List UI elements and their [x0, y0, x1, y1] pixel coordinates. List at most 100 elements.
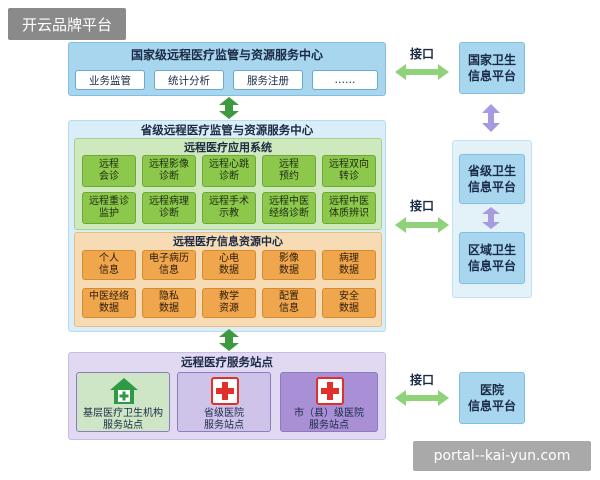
app-module: 远程预约 — [262, 155, 316, 187]
app-module-text: 远程双向转诊 — [329, 159, 369, 183]
app-module-text: 远程预约 — [279, 159, 299, 183]
cell-line: 监护 — [99, 208, 119, 219]
cell-line: 数据 — [99, 303, 119, 314]
cell-line: 体质辨识 — [329, 208, 369, 219]
platform-line: 省级卫生 — [467, 164, 516, 178]
app-module: 远程重诊监护 — [82, 192, 136, 224]
national-item: 统计分析 — [154, 70, 224, 90]
national-health-platform: 国家卫生信息平台 — [459, 42, 525, 94]
national-item: 业务监管 — [75, 70, 145, 90]
app-module-text: 远程心跳诊断 — [209, 159, 249, 183]
info-resource-text: 配置信息 — [279, 291, 299, 315]
cell-line: 预约 — [279, 171, 299, 182]
service-station: 市（县）级医院服务站点 — [280, 372, 378, 432]
cell-line: 远程中医 — [269, 196, 309, 207]
station-line: 服务站点 — [204, 420, 244, 431]
updown-arrow-icon — [219, 329, 239, 351]
platform-line: 信息平台 — [467, 399, 516, 413]
info-resource: 配置信息 — [262, 288, 316, 318]
home-cross-icon — [110, 378, 138, 404]
info-resource: 个人信息 — [82, 250, 136, 280]
info-resource-text: 病理数据 — [339, 253, 359, 277]
cell-line: 信息 — [99, 265, 119, 276]
cell-line: 远程 — [99, 159, 119, 170]
red-cross-icon — [316, 377, 344, 405]
app-module-text: 远程会诊 — [99, 159, 119, 183]
cell-line: 会诊 — [99, 171, 119, 182]
platform-line: 国家卫生 — [467, 53, 516, 67]
interface-label: 接口 — [409, 46, 434, 61]
service-station-label: 省级医院服务站点 — [178, 407, 270, 433]
app-module-text: 远程中医经络诊断 — [269, 196, 309, 220]
app-module: 远程中医经络诊断 — [262, 192, 316, 224]
application-system-title: 远程医疗应用系统 — [184, 141, 272, 154]
platform-line: 区域卫生 — [467, 243, 516, 257]
info-resource: 心电数据 — [202, 250, 256, 280]
info-resource: 安全数据 — [322, 288, 376, 318]
cell-line: 远程手术 — [209, 196, 249, 207]
service-station-label: 基层医疗卫生机构服务站点 — [77, 407, 169, 433]
cell-line: 经络诊断 — [269, 208, 309, 219]
app-module-text: 远程影像诊断 — [149, 159, 189, 183]
cell-line: 数据 — [219, 265, 239, 276]
platform-line: 信息平台 — [467, 259, 516, 273]
cell-line: 心电 — [219, 253, 239, 264]
national-title: 国家级远程医疗监管与资源服务中心 — [130, 47, 323, 62]
service-stations-title: 远程医疗服务站点 — [181, 355, 273, 369]
station-line: 服务站点 — [103, 420, 143, 431]
interface-label: 接口 — [409, 372, 434, 387]
cell-line: 电子病历 — [149, 253, 189, 264]
station-line: 市（县）级医院 — [294, 408, 364, 419]
cell-line: 教学 — [219, 291, 239, 302]
cell-line: 示教 — [219, 208, 239, 219]
interface-arrow-icon — [395, 390, 449, 406]
info-resource-title: 远程医疗信息资源中心 — [173, 235, 283, 248]
cell-line: 远程重诊 — [89, 196, 129, 207]
service-station: 基层医疗卫生机构服务站点 — [76, 372, 170, 432]
platform-line: 信息平台 — [467, 69, 516, 83]
app-module: 远程手术示教 — [202, 192, 256, 224]
info-resource-text: 教学资源 — [219, 291, 239, 315]
cell-line: 病理 — [339, 253, 359, 264]
cell-line: 数据 — [159, 303, 179, 314]
platform-line: 医院 — [479, 383, 504, 397]
cell-line: 转诊 — [339, 171, 359, 182]
cell-line: 个人 — [99, 253, 119, 264]
app-module: 远程影像诊断 — [142, 155, 196, 187]
app-module: 远程病理诊断 — [142, 192, 196, 224]
app-module: 远程双向转诊 — [322, 155, 376, 187]
app-module: 远程心跳诊断 — [202, 155, 256, 187]
provincial-title: 省级远程医疗监管与资源服务中心 — [140, 123, 314, 137]
cell-line: 远程 — [279, 159, 299, 170]
cell-line: 远程心跳 — [209, 159, 249, 170]
info-resource: 病理数据 — [322, 250, 376, 280]
info-resource: 隐私数据 — [142, 288, 196, 318]
national-item: 服务注册 — [233, 70, 303, 90]
cell-line: 数据 — [339, 303, 359, 314]
cell-line: 安全 — [339, 291, 359, 302]
info-resource-text: 中医经络数据 — [89, 291, 129, 315]
app-module: 远程中医体质辨识 — [322, 192, 376, 224]
provincial-health-platform: 省级卫生信息平台 — [459, 154, 525, 204]
info-resource-text: 心电数据 — [219, 253, 239, 277]
info-resource: 电子病历信息 — [142, 250, 196, 280]
cell-line: 诊断 — [159, 171, 179, 182]
app-module-text: 远程中医体质辨识 — [329, 196, 369, 220]
interface-label: 接口 — [409, 198, 434, 213]
cell-line: 诊断 — [159, 208, 179, 219]
cell-line: 远程影像 — [149, 159, 189, 170]
app-module: 远程会诊 — [82, 155, 136, 187]
cell-line: 信息 — [159, 265, 179, 276]
cell-line: 诊断 — [219, 171, 239, 182]
cell-line: 资源 — [219, 303, 239, 314]
hospital-info-platform: 医院信息平台 — [459, 372, 525, 424]
info-resource-text: 个人信息 — [99, 253, 119, 277]
updown-arrow-icon — [482, 104, 500, 132]
station-line: 省级医院 — [204, 408, 244, 419]
cell-line: 数据 — [339, 265, 359, 276]
cell-line: 配置 — [279, 291, 299, 302]
cell-line: 隐私 — [159, 291, 179, 302]
station-line: 基层医疗卫生机构 — [83, 408, 163, 419]
national-center: 国家级远程医疗监管与资源服务中心 业务监管 统计分析 服务注册 …… — [68, 42, 386, 96]
updown-arrow-icon — [482, 207, 500, 229]
